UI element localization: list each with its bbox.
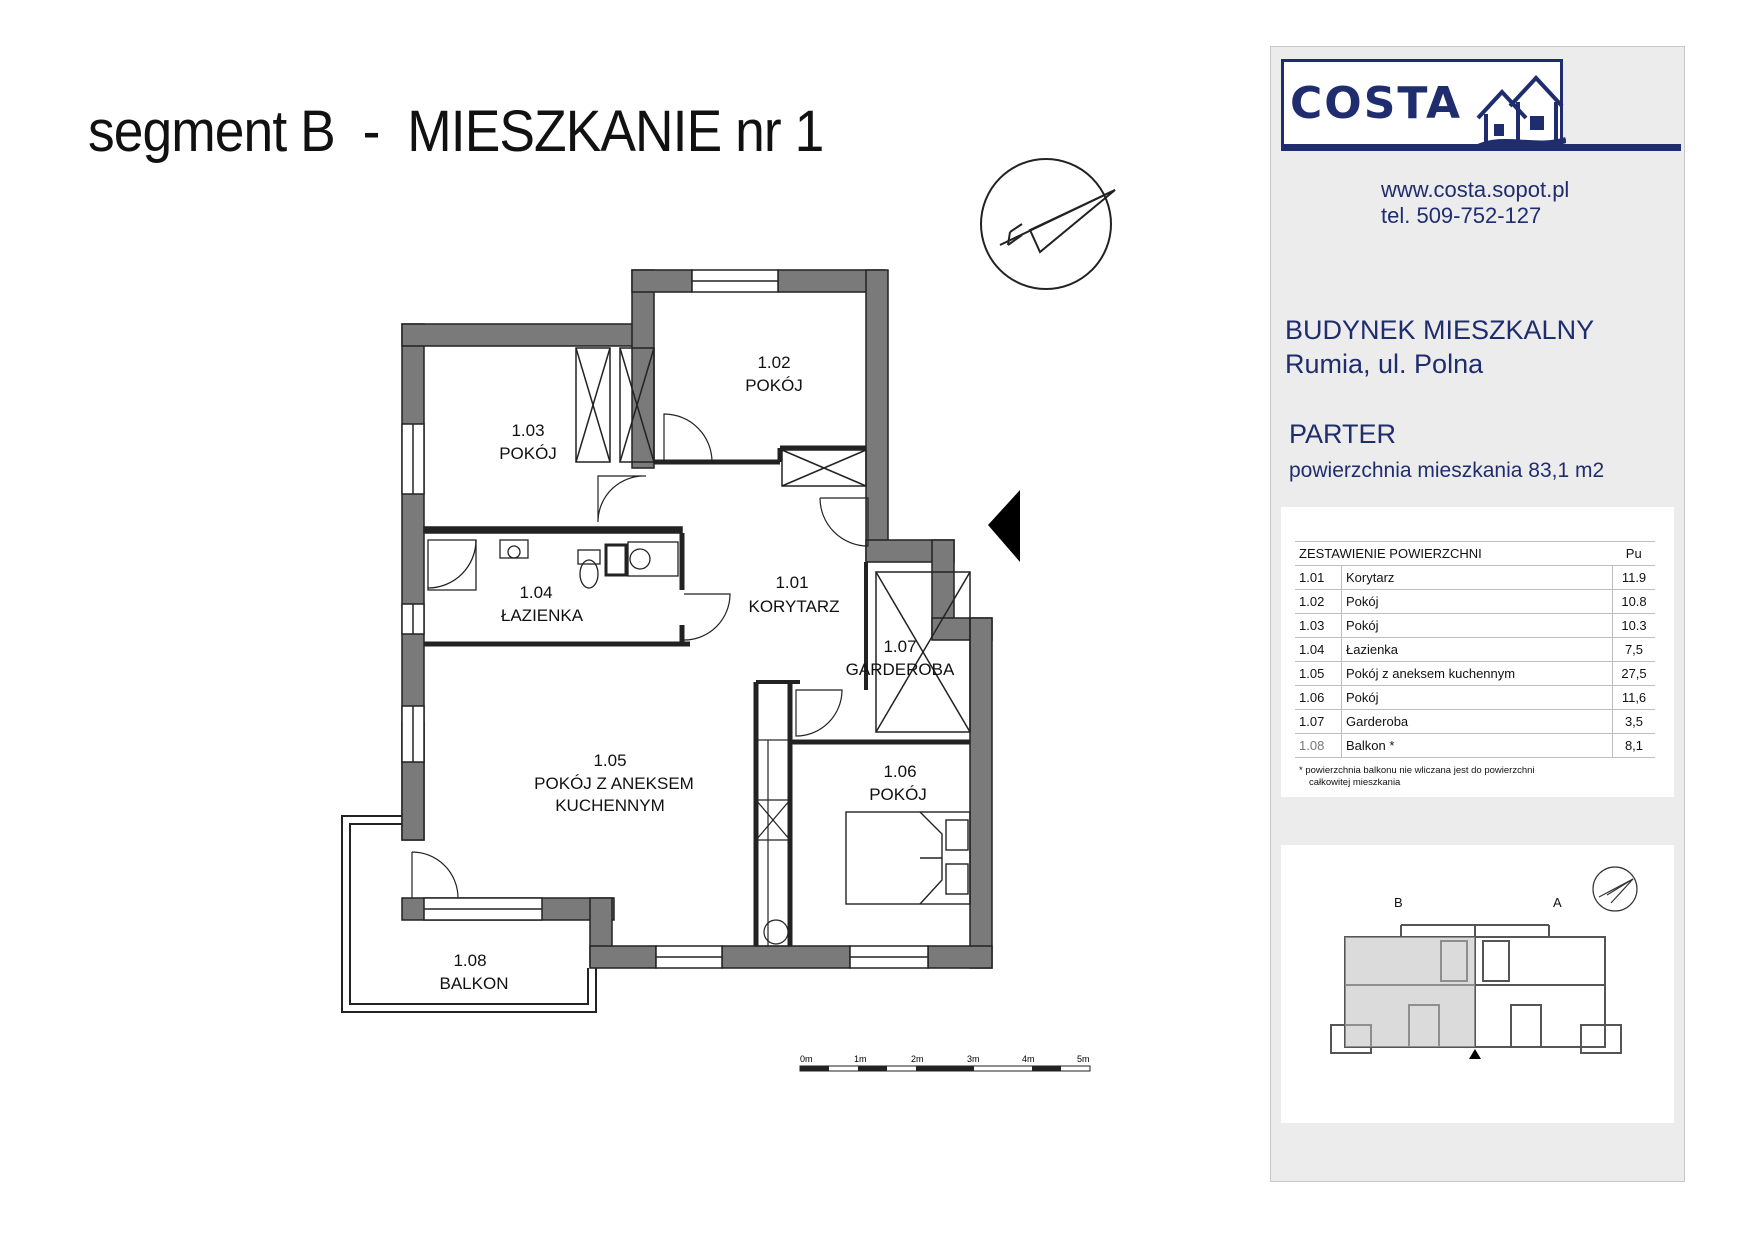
row-name: Pokój	[1341, 685, 1613, 710]
key-plan-box: B A	[1281, 845, 1674, 1123]
room-1-05-number: 1.05	[593, 751, 626, 770]
room-1-06-name: POKÓJ	[869, 785, 927, 804]
room-1-03-name: POKÓJ	[499, 444, 557, 463]
scale-tick-3: 3m	[967, 1054, 980, 1064]
room-1-08-name: BALKON	[440, 974, 509, 993]
area-table-header: ZESTAWIENIE POWIERZCHNI Pu	[1295, 541, 1655, 566]
scale-tick-4: 4m	[1022, 1054, 1035, 1064]
row-area: 7,5	[1612, 637, 1655, 662]
keyplan-label-a: A	[1553, 895, 1562, 910]
entrance-arrow-icon	[988, 490, 1020, 562]
building-address: Rumia, ul. Polna	[1285, 349, 1484, 379]
row-number: 1.07	[1295, 709, 1342, 734]
room-1-04-name: ŁAZIENKA	[501, 606, 584, 625]
keyplan-entrance-icon	[1469, 1049, 1481, 1059]
bed-icon	[845, 811, 971, 905]
logo-text: COSTA	[1290, 78, 1463, 129]
kitchen-counter	[755, 739, 791, 947]
room-1-01-name: KORYTARZ	[749, 597, 840, 616]
balcony-outline	[341, 815, 597, 1013]
balcony-footnote: * powierzchnia balkonu nie wliczana jest…	[1299, 765, 1599, 789]
row-area: 8,1	[1612, 733, 1655, 758]
door-swings	[411, 413, 869, 899]
room-1-03-number: 1.03	[511, 421, 544, 440]
keyplan-label-b: B	[1394, 895, 1403, 910]
room-1-02-name: POKÓJ	[745, 376, 803, 395]
row-name: Pokój	[1341, 589, 1613, 614]
table-row: 1.06 Pokój 11,6	[1295, 685, 1655, 710]
row-name: Pokój z aneksem kuchennym	[1341, 661, 1613, 686]
room-1-08-number: 1.08	[453, 951, 486, 970]
scale-tick-1: 1m	[854, 1054, 867, 1064]
table-row: 1.02 Pokój 10.8	[1295, 589, 1655, 614]
area-table-title: ZESTAWIENIE POWIERZCHNI	[1295, 541, 1613, 566]
room-1-07-name: GARDEROBA	[846, 660, 955, 679]
scale-tick-2: 2m	[911, 1054, 924, 1064]
table-row: 1.05 Pokój z aneksem kuchennym 27,5	[1295, 661, 1655, 686]
row-name: Korytarz	[1341, 565, 1613, 590]
row-number: 1.04	[1295, 637, 1342, 662]
table-row: 1.04 Łazienka 7,5	[1295, 637, 1655, 662]
room-1-01-number: 1.01	[775, 573, 808, 592]
table-row: 1.01 Korytarz 11.9	[1295, 565, 1655, 590]
houses-icon	[1474, 75, 1566, 150]
row-name: Łazienka	[1341, 637, 1613, 662]
row-number: 1.05	[1295, 661, 1342, 686]
company-logo: COSTA	[1281, 59, 1566, 150]
table-row: 1.07 Garderoba 3,5	[1295, 709, 1655, 734]
row-number: 1.03	[1295, 613, 1342, 638]
row-name: Balkon *	[1341, 733, 1613, 758]
row-name: Pokój	[1341, 613, 1613, 638]
room-1-04-number: 1.04	[519, 583, 552, 602]
area-table: ZESTAWIENIE POWIERZCHNI Pu 1.01 Korytarz…	[1295, 541, 1655, 758]
row-number: 1.02	[1295, 589, 1342, 614]
bathroom-fixtures	[427, 539, 679, 591]
row-area: 11.9	[1612, 565, 1655, 590]
row-number: 1.08	[1295, 733, 1342, 758]
area-table-unit: Pu	[1612, 541, 1655, 566]
scale-bar: 0m 1m 2m 3m 4m 5m	[799, 1054, 1091, 1072]
phone-number: tel. 509-752-127	[1381, 203, 1542, 228]
apartment-area: powierzchnia mieszkania 83,1 m2	[1289, 459, 1605, 482]
scale-tick-5: 5m	[1077, 1054, 1090, 1064]
room-1-05-name-line2: KUCHENNYM	[555, 796, 665, 815]
north-arrow-icon	[980, 158, 1116, 290]
website-link[interactable]: www.costa.sopot.pl	[1381, 177, 1570, 202]
footnote-line2: całkowitej mieszkania	[1309, 777, 1401, 788]
row-number: 1.06	[1295, 685, 1342, 710]
table-row: 1.08 Balkon * 8,1	[1295, 733, 1655, 758]
windows	[401, 269, 929, 969]
wardrobes	[575, 347, 971, 733]
floor-name: PARTER	[1289, 419, 1397, 449]
footnote-line1: * powierzchnia balkonu nie wliczana jest…	[1299, 765, 1535, 776]
room-1-07-number: 1.07	[883, 637, 916, 656]
page-title: segment B - MIESZKANIE nr 1	[88, 99, 824, 164]
row-number: 1.01	[1295, 565, 1342, 590]
keyplan-highlight-segment-b	[1345, 937, 1475, 1047]
building-title: BUDYNEK MIESZKALNY	[1285, 315, 1595, 345]
logo-underline	[1281, 144, 1681, 151]
room-1-02-number: 1.02	[757, 353, 790, 372]
row-area: 3,5	[1612, 709, 1655, 734]
scale-tick-0: 0m	[800, 1054, 813, 1064]
row-area: 27,5	[1612, 661, 1655, 686]
room-1-06-number: 1.06	[883, 762, 916, 781]
table-row: 1.03 Pokój 10.3	[1295, 613, 1655, 638]
room-1-05-name-line1: POKÓJ Z ANEKSEM	[534, 774, 694, 793]
row-area: 10.8	[1612, 589, 1655, 614]
keyplan-north-arrow-icon	[1592, 866, 1638, 912]
row-area: 11,6	[1612, 685, 1655, 710]
row-name: Garderoba	[1341, 709, 1613, 734]
key-plan	[1330, 866, 1638, 1059]
area-table-box: ZESTAWIENIE POWIERZCHNI Pu 1.01 Korytarz…	[1281, 507, 1674, 797]
info-panel: COSTA www.costa.sopot.pl tel. 509-752-12…	[1270, 46, 1685, 1182]
row-area: 10.3	[1612, 613, 1655, 638]
